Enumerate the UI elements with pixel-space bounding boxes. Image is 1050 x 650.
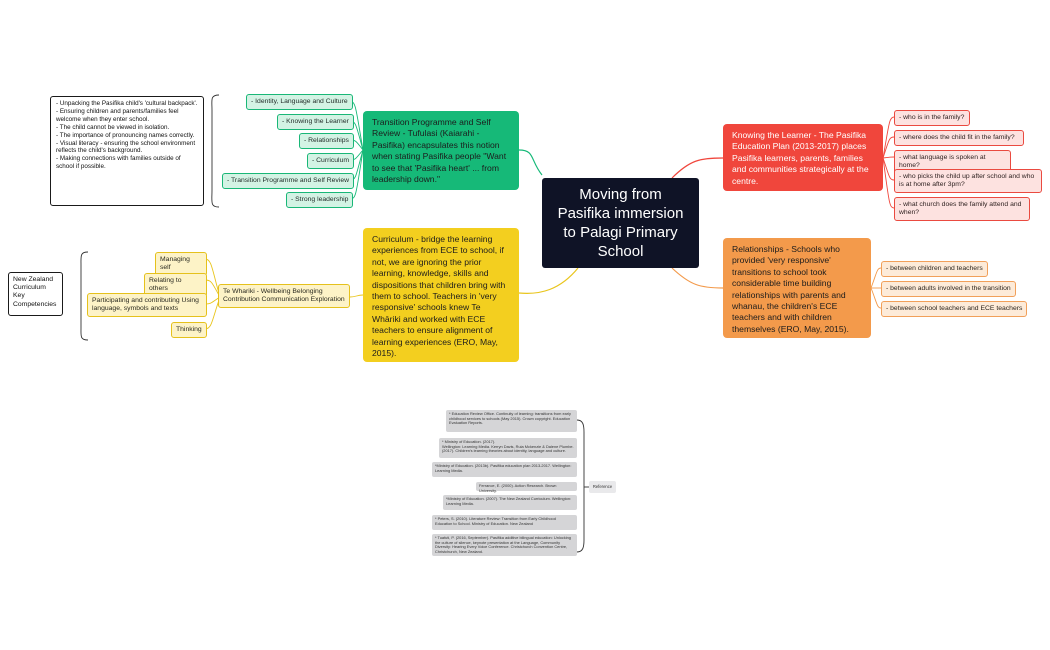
- topic-transition-text: Transition Programme and Self Review - T…: [372, 117, 507, 185]
- connector-relationship-items: [870, 267, 882, 309]
- topic-knowing-learner[interactable]: Knowing the Learner - The Pasifika Educa…: [723, 124, 883, 191]
- connector-central-transition: [518, 149, 543, 176]
- reference-item[interactable]: * Education Review Office. Continuity of…: [446, 410, 577, 432]
- question-pickup[interactable]: - who picks the child up after school an…: [894, 169, 1042, 193]
- topic-transition[interactable]: Transition Programme and Self Review - T…: [363, 111, 519, 190]
- nz-curriculum-label[interactable]: New Zealand Curriculum Key Competencies: [8, 272, 63, 316]
- topic-knowing-text: Knowing the Learner - The Pasifika Educa…: [732, 130, 869, 186]
- reference-item[interactable]: * Peters, S. (2010). Literature Review: …: [432, 515, 577, 530]
- topic-curriculum[interactable]: Curriculum - bridge the learning experie…: [363, 228, 519, 362]
- connector-central-relationships: [671, 267, 724, 289]
- connector-central-knowing: [671, 157, 724, 179]
- subtopic-te-whariki[interactable]: Te Whariki - Wellbeing Belonging Contrib…: [218, 284, 350, 308]
- subtopic-knowing-learner[interactable]: - Knowing the Learner: [277, 114, 354, 130]
- relationship-children-teachers[interactable]: - between children and teachers: [881, 261, 988, 277]
- competency-participating[interactable]: Participating and contributing Using lan…: [87, 293, 207, 317]
- question-church[interactable]: - what church does the family attend and…: [894, 197, 1030, 221]
- bracket-note: [211, 94, 220, 208]
- subtopic-relationships[interactable]: - Relationships: [299, 133, 354, 149]
- competency-thinking[interactable]: Thinking: [171, 322, 207, 338]
- reference-item[interactable]: *Ministry of Education. (2007). The New …: [443, 495, 577, 510]
- reference-item[interactable]: *Ministry of Education. (2013b). Pasifik…: [432, 462, 577, 477]
- reference-item[interactable]: * Ministry of Education. (2017). Welling…: [439, 438, 577, 458]
- reference-item[interactable]: Ferrance, E. (2000). Action Research. Br…: [476, 482, 577, 492]
- relationship-school-ece[interactable]: - between school teachers and ECE teache…: [881, 301, 1028, 317]
- connector-curriculum-whariki: [349, 294, 364, 298]
- topic-relationships[interactable]: Relationships - Schools who provided 've…: [723, 238, 871, 338]
- subtopic-transition-programme[interactable]: - Transition Programme and Self Review: [222, 173, 355, 189]
- connector-central-curriculum: [518, 267, 579, 294]
- question-child-fit[interactable]: - where does the child fit in the family…: [894, 130, 1024, 146]
- topic-curriculum-text: Curriculum - bridge the learning experie…: [372, 234, 506, 359]
- subtopic-strong-leadership[interactable]: - Strong leadership: [286, 192, 354, 208]
- topic-relationships-text: Relationships - Schools who provided 've…: [732, 244, 849, 334]
- competency-managing-self[interactable]: Managing self: [155, 252, 207, 276]
- connector-knowing-items: [882, 116, 895, 209]
- question-family[interactable]: - who is in the family?: [894, 110, 970, 126]
- reference-item[interactable]: * Tuafuti, P. (2016, September). Pasifik…: [432, 534, 577, 556]
- transition-note[interactable]: - Unpacking the Pasifika child's 'cultur…: [50, 96, 204, 206]
- subtopic-identity[interactable]: - Identity, Language and Culture: [246, 94, 353, 110]
- central-topic[interactable]: Moving from Pasifika immersion to Palagi…: [542, 178, 699, 268]
- subtopic-curriculum[interactable]: - Curriculum: [307, 153, 355, 169]
- central-topic-title: Moving from Pasifika immersion to Palagi…: [557, 186, 684, 260]
- bracket-references: [576, 419, 585, 553]
- bracket-nz: [80, 251, 89, 341]
- reference-hub[interactable]: Reference: [589, 481, 616, 493]
- relationship-adults[interactable]: - between adults involved in the transit…: [881, 281, 1016, 297]
